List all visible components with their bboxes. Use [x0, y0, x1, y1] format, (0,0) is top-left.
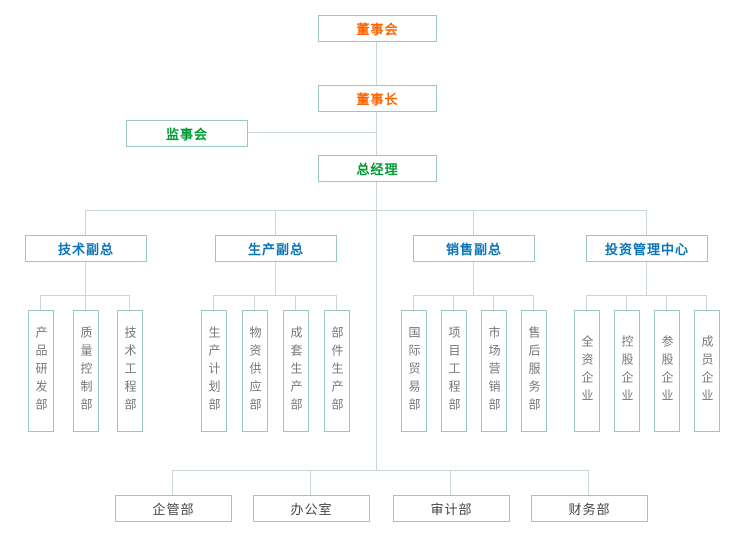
connector: [706, 295, 707, 310]
dept-box: 全资企业: [574, 310, 600, 432]
connector: [213, 295, 336, 296]
connector: [586, 295, 587, 310]
connector: [295, 295, 296, 310]
connector: [40, 295, 129, 296]
admin-dept-box: 审计部: [393, 495, 510, 522]
connector: [85, 210, 86, 235]
dept-box: 物资供应部: [242, 310, 268, 432]
dept-box: 市场营销部: [481, 310, 507, 432]
connector: [85, 295, 86, 310]
connector: [85, 260, 86, 295]
dept-box: 售后服务部: [521, 310, 547, 432]
connector: [413, 295, 414, 310]
node-board-of-directors: 董事会: [318, 15, 437, 42]
dept-box: 项目工程部: [441, 310, 467, 432]
connector: [275, 210, 276, 235]
dept-box: 部件生产部: [324, 310, 350, 432]
connector: [646, 260, 647, 295]
connector: [172, 470, 588, 471]
dept-box: 生产计划部: [201, 310, 227, 432]
node-deputy-sales: 销售副总: [413, 235, 535, 262]
connector: [473, 210, 474, 235]
connector: [275, 260, 276, 295]
connector: [666, 295, 667, 310]
dept-box: 成套生产部: [283, 310, 309, 432]
connector: [376, 40, 377, 85]
dept-label: 市场营销部: [487, 326, 501, 416]
dept-label: 控股企业: [620, 335, 634, 407]
connector: [533, 295, 534, 310]
dept-label: 全资企业: [580, 335, 594, 407]
node-general-manager: 总经理: [318, 155, 437, 182]
dept-box: 技术工程部: [117, 310, 143, 432]
connector: [254, 295, 255, 310]
dept-label: 技术工程部: [123, 326, 137, 416]
connector: [450, 470, 451, 495]
connector: [310, 470, 311, 495]
dept-label: 参股企业: [660, 335, 674, 407]
dept-label: 售后服务部: [527, 326, 541, 416]
connector: [376, 180, 377, 470]
node-supervisory-board: 监事会: [126, 120, 248, 147]
connector: [588, 470, 589, 495]
node-deputy-production: 生产副总: [215, 235, 337, 262]
dept-label: 项目工程部: [447, 326, 461, 416]
dept-label: 成套生产部: [289, 326, 303, 416]
node-investment-management-center: 投资管理中心: [586, 235, 708, 262]
connector: [626, 295, 627, 310]
dept-box: 参股企业: [654, 310, 680, 432]
connector: [246, 132, 376, 133]
dept-label: 部件生产部: [330, 326, 344, 416]
connector: [473, 260, 474, 295]
connector: [213, 295, 214, 310]
dept-label: 质量控制部: [79, 326, 93, 416]
admin-dept-box: 财务部: [531, 495, 648, 522]
connector: [172, 470, 173, 495]
connector: [85, 210, 646, 211]
connector: [336, 295, 337, 310]
node-deputy-technology: 技术副总: [25, 235, 147, 262]
node-chairman: 董事长: [318, 85, 437, 112]
dept-box: 国际贸易部: [401, 310, 427, 432]
dept-label: 生产计划部: [207, 326, 221, 416]
dept-box: 控股企业: [614, 310, 640, 432]
connector: [129, 295, 130, 310]
connector: [453, 295, 454, 310]
admin-dept-box: 办公室: [253, 495, 370, 522]
dept-label: 国际贸易部: [407, 326, 421, 416]
dept-box: 成员企业: [694, 310, 720, 432]
dept-box: 质量控制部: [73, 310, 99, 432]
dept-label: 产品研发部: [34, 326, 48, 416]
connector: [493, 295, 494, 310]
connector: [376, 110, 377, 155]
dept-box: 产品研发部: [28, 310, 54, 432]
connector: [40, 295, 41, 310]
connector: [413, 295, 533, 296]
admin-dept-box: 企管部: [115, 495, 232, 522]
connector: [646, 210, 647, 235]
connector: [586, 295, 706, 296]
dept-label: 成员企业: [700, 335, 714, 407]
dept-label: 物资供应部: [248, 326, 262, 416]
